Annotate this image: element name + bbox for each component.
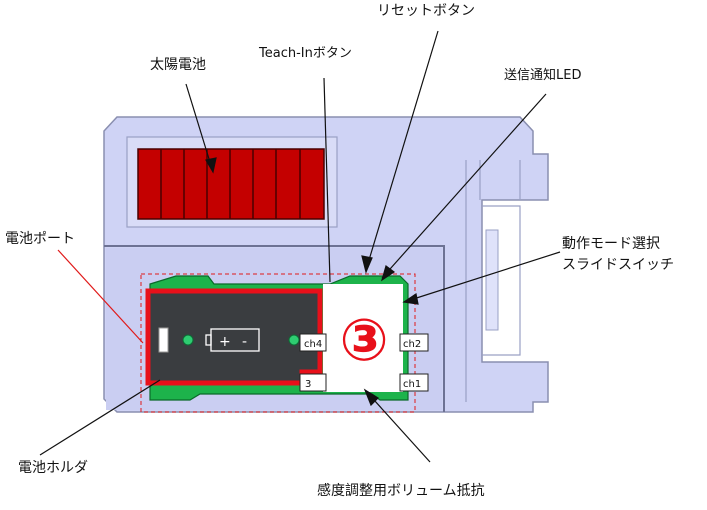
badge-panel bbox=[323, 284, 403, 392]
label-teach-in-button: Teach-Inボタン bbox=[259, 46, 352, 61]
leader-battery-holder bbox=[39, 379, 161, 456]
arrow-mode-switch bbox=[402, 293, 419, 305]
arrow-led bbox=[380, 264, 396, 282]
leader-mode-switch bbox=[403, 251, 561, 303]
solar-cells bbox=[137, 148, 325, 220]
battery-symbol: + - bbox=[205, 328, 260, 352]
arrow-solar bbox=[205, 157, 217, 174]
leader-lines bbox=[39, 30, 561, 463]
pin-ch3-label: 3 bbox=[305, 379, 311, 390]
battery-plus-sign: + bbox=[219, 334, 231, 350]
pin-ch1-label: ch1 bbox=[403, 379, 421, 390]
leader-battery-port bbox=[57, 249, 144, 344]
label-battery-port: 電池ポート bbox=[5, 231, 75, 247]
badge-number-text: ③ bbox=[339, 306, 388, 374]
housing-divider bbox=[104, 245, 445, 412]
pin-ch1 bbox=[399, 373, 429, 392]
battery-minus-sign: - bbox=[242, 334, 247, 350]
label-volume-resistor: 感度調整用ボリューム抵抗 bbox=[317, 483, 485, 499]
housing-notch bbox=[465, 160, 521, 402]
arrow-volume bbox=[363, 388, 379, 407]
label-battery-holder: 電池ホルダ bbox=[18, 460, 88, 476]
pin-ch4 bbox=[299, 333, 327, 352]
badge-number: ③ bbox=[339, 306, 388, 374]
battery-contact-left bbox=[158, 327, 169, 353]
pin-ch2 bbox=[399, 333, 429, 352]
battery-led-left bbox=[182, 334, 194, 346]
label-mode-switch-line2: スライドスイッチ bbox=[562, 257, 674, 273]
leader-teach-in bbox=[323, 77, 331, 283]
label-mode-switch-line1: 動作モード選択 bbox=[562, 236, 660, 252]
arrow-reset bbox=[361, 255, 373, 274]
label-solar-cell: 太陽電池 bbox=[150, 57, 206, 73]
battery-led-right bbox=[288, 334, 300, 346]
leader-solar bbox=[185, 83, 214, 173]
leader-reset bbox=[365, 30, 439, 271]
label-reset-button: リセットボタン bbox=[377, 3, 475, 19]
leader-led bbox=[381, 93, 547, 279]
pin-ch4-label: ch4 bbox=[304, 339, 322, 350]
pin-ch3 bbox=[299, 373, 327, 392]
leader-volume bbox=[364, 389, 431, 463]
label-led: 送信通知LED bbox=[504, 68, 582, 83]
pin-ch2-label: ch2 bbox=[403, 339, 421, 350]
housing-slot bbox=[485, 229, 499, 331]
